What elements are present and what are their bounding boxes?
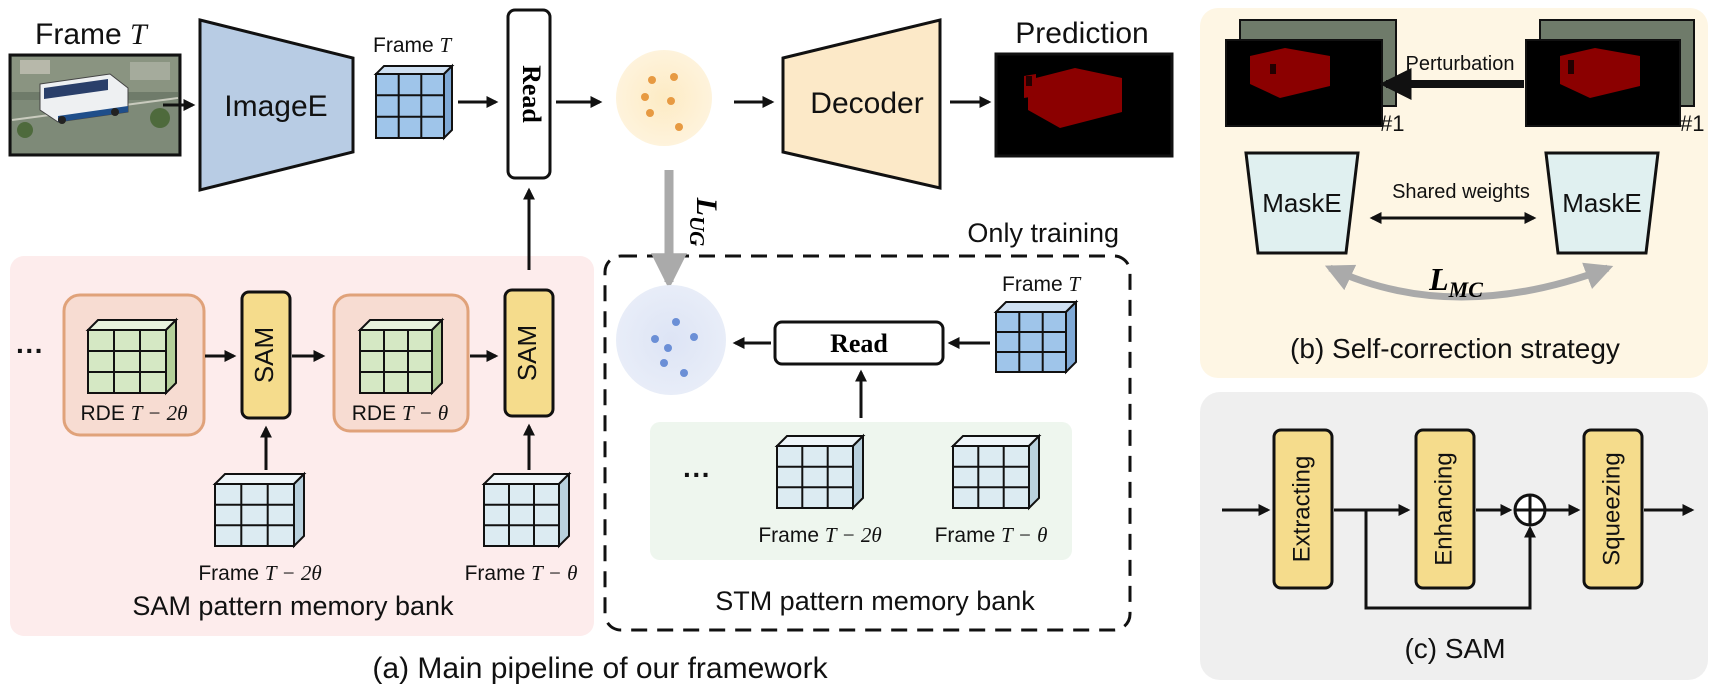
rde-cube-2: [357, 317, 445, 396]
sam-block-2: [503, 288, 555, 418]
stm-memory-cube-1: [774, 433, 866, 511]
main-pipeline-caption: (a) Main pipeline of our framework: [372, 652, 828, 685]
add-operator-icon: [1513, 493, 1547, 527]
corrected-mask-stack: [1225, 19, 1397, 127]
read-block-label: Read: [517, 65, 546, 123]
squeezing-label: Squeezing: [1598, 452, 1625, 565]
stm-bank-title: STM pattern memory bank: [715, 586, 1035, 616]
enhancing-label: Enhancing: [1430, 452, 1457, 565]
stm-read-label: Read: [830, 329, 888, 358]
perturbation-label: Perturbation: [1406, 53, 1515, 75]
sam-block-2-label: SAM: [512, 325, 542, 381]
stm-memory-bank-panel: [603, 254, 1132, 632]
frame-input-label: Frame T: [35, 18, 149, 51]
frame-feature-cube: [373, 63, 455, 141]
sam-bank-title: SAM pattern memory bank: [132, 591, 454, 621]
input-frame-image: [8, 53, 182, 157]
self-correction-caption: (b) Self-correction strategy: [1290, 333, 1620, 364]
stm-frame-feature-cube: [993, 299, 1079, 375]
stm-memory-cube-2: [950, 433, 1042, 511]
mask-encoder-left-label: MaskE: [1262, 188, 1341, 218]
image-encoder-label: ImageE: [224, 90, 327, 123]
memory-frame-label-2: Frame T − θ: [465, 561, 578, 585]
shared-weights-label: Shared weights: [1392, 181, 1530, 203]
memory-frame-label-1: Frame T − 2θ: [198, 561, 321, 585]
stm-feature-blob: [616, 285, 726, 395]
mask-encoder-right: [1544, 151, 1660, 255]
mask-encoder-left: [1244, 151, 1360, 255]
squeezing-block: [1582, 428, 1644, 590]
rde-label-2: RDE T − θ: [352, 401, 448, 425]
tag-left: #1: [1380, 111, 1404, 136]
fused-feature-blob: [616, 50, 712, 146]
read-block: [506, 8, 552, 180]
loss-mc-arrow: [1324, 262, 1614, 301]
sam-block-1: [240, 290, 292, 420]
sam-block-1-label: SAM: [249, 327, 279, 383]
enhancing-block: [1414, 428, 1476, 590]
loss-ug-label: LUG: [685, 197, 723, 247]
only-training-label: Only training: [967, 218, 1119, 248]
prediction-label: Prediction: [1015, 17, 1148, 50]
memory-frame-cube-2: [481, 471, 572, 549]
rde-cube-1: [85, 317, 179, 396]
stm-bank-ellipsis: ···: [683, 459, 711, 490]
prediction-mask-image: [994, 52, 1174, 158]
perturbed-mask-stack: [1525, 19, 1695, 127]
decoder: [781, 18, 942, 190]
skip-connection: [1364, 510, 1536, 610]
tag-right: #1: [1680, 111, 1704, 136]
decoder-label: Decoder: [810, 87, 923, 120]
sam-bank-ellipsis: ···: [16, 335, 44, 366]
extracting-label: Extracting: [1288, 456, 1315, 563]
loss-mc-label: LMC: [1428, 261, 1483, 302]
stm-frame-top-label: Frame T: [1002, 272, 1082, 296]
image-encoder: [198, 18, 355, 192]
mask-encoder-right-label: MaskE: [1562, 188, 1641, 218]
stm-memory-label-2: Frame T − θ: [935, 523, 1048, 547]
memory-frame-cube-1: [212, 471, 307, 549]
stm-read-block: [773, 320, 945, 366]
rde-label-1: RDE T − 2θ: [81, 401, 188, 425]
extracting-block: [1272, 428, 1334, 590]
bus-shape: [39, 73, 129, 124]
stm-memory-label-1: Frame T − 2θ: [758, 523, 881, 547]
sam-module-caption: (c) SAM: [1404, 633, 1505, 664]
feature-frame-label: Frame T: [373, 33, 453, 57]
